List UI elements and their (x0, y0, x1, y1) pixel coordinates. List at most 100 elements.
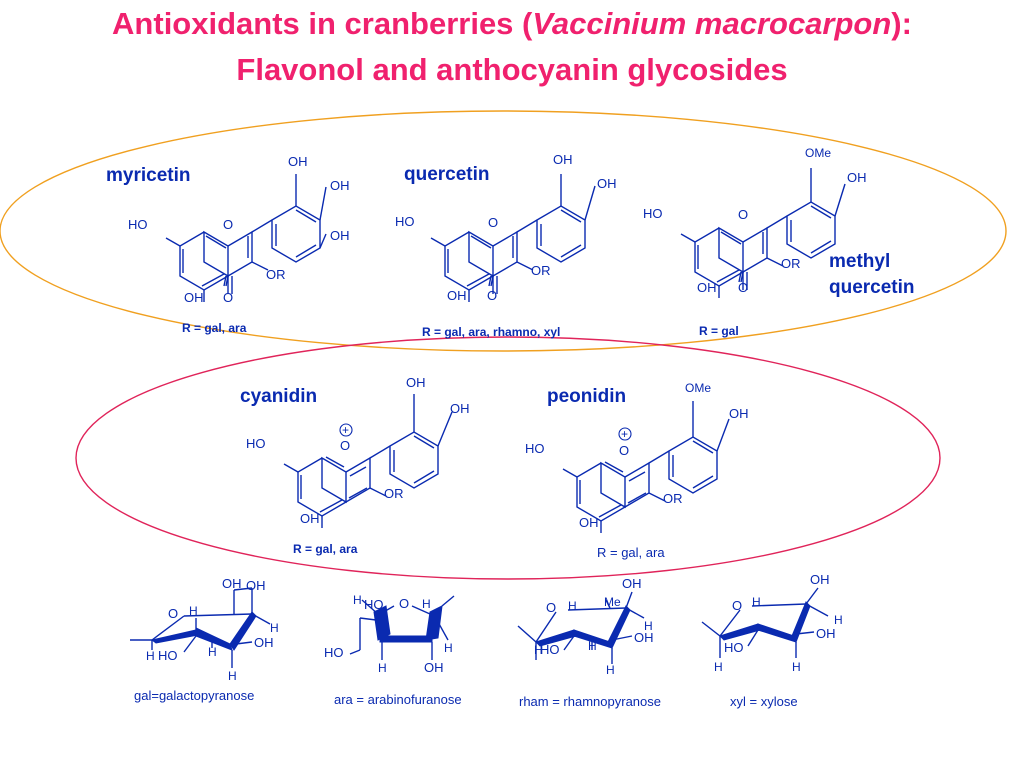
title-line-2: Flavonol and anthocyanin glycosides (236, 52, 788, 87)
label-h: H (189, 604, 198, 618)
label-ring-o: O (340, 438, 350, 453)
compound-name-cyanidin: cyanidin (240, 386, 317, 407)
label-or: OR (266, 267, 286, 282)
label-h: H (146, 649, 155, 663)
label-oh: OH (447, 288, 467, 303)
label-ring-o: O (488, 215, 498, 230)
label-h: H (422, 597, 431, 611)
sugar-rhamnopyranose: OH O H Me H H OH HO H H rham = rhamnopyr… (517, 576, 661, 709)
sugar-arabinofuranose: H HO O H HO H H OH ara = arabinofuranose (324, 593, 462, 707)
label-h: H (588, 639, 597, 653)
sugar-caption: ara = arabinofuranose (334, 692, 462, 707)
myricetin-structure: myricetin OH OH OH HO O OR OH O R = gal,… (106, 154, 350, 335)
label-ome: OMe (685, 381, 711, 395)
compound-name-methyl: methyl (829, 251, 890, 272)
r-substituents-myricetin: R = gal, ara (182, 321, 247, 335)
label-ring-o: O (399, 596, 409, 611)
label-h: H (792, 660, 801, 674)
label-h: H (568, 599, 577, 613)
quercetin-structure: quercetin OH OH HO O OR OH O R = gal, ar… (395, 152, 617, 339)
cyanidin-structure: cyanidin + OH OH HO O OR OH R = gal, ara (240, 375, 470, 556)
label-oh: OH (330, 178, 350, 193)
sugar-caption: rham = rhamnopyranose (519, 694, 661, 709)
label-oh: OH (810, 572, 830, 587)
label-ho: HO (540, 642, 560, 657)
label-ring-o: O (738, 207, 748, 222)
label-oh: OH (246, 578, 266, 593)
sugar-caption: gal=galactopyranose (134, 688, 254, 703)
label-ho: HO (246, 436, 266, 451)
label-h: H (353, 593, 362, 607)
r-substituents-cyanidin: R = gal, ara (293, 542, 358, 556)
label-oh: OH (597, 176, 617, 191)
positive-charge-icon (339, 423, 353, 437)
label-oh: OH (222, 576, 242, 591)
label-oh: OH (288, 154, 308, 169)
compound-name-peonidin: peonidin (547, 386, 626, 407)
label-oh: OH (424, 660, 444, 675)
label-oh: OH (450, 401, 470, 416)
label-oh: OH (406, 375, 426, 390)
label-ho: HO (724, 640, 744, 655)
label-ring-o: O (619, 443, 629, 458)
compound-name-quercetin: quercetin (404, 164, 490, 185)
label-or: OR (781, 256, 801, 271)
compound-name-myricetin: myricetin (106, 165, 190, 186)
label-ring-o: O (223, 217, 233, 232)
label-carbonyl-o: O (738, 280, 748, 295)
label-ho: HO (324, 645, 344, 660)
label-ho: HO (364, 597, 384, 612)
label-oh: OH (697, 280, 717, 295)
label-carbonyl-o: O (487, 288, 497, 303)
label-h: H (444, 641, 453, 655)
label-ho: HO (395, 214, 415, 229)
label-ome: OMe (805, 146, 831, 160)
label-ho: HO (158, 648, 178, 663)
title-species: Vaccinium macrocarpon (532, 6, 892, 41)
title-text-2: ): (891, 6, 912, 41)
label-oh: OH (622, 576, 642, 591)
charge-label: + (342, 423, 349, 437)
label-h: H (534, 643, 543, 657)
sugar-caption: xyl = xylose (730, 694, 798, 709)
anthocyanin-ellipse (75, 336, 941, 580)
r-substituents-quercetin: R = gal, ara, rhamno, xyl (422, 325, 560, 339)
label-oh: OH (300, 511, 320, 526)
sugar-galactopyranose: OH OH O H H H HO H OH H gal=galactopyran… (130, 576, 279, 703)
label-oh: OH (184, 290, 204, 305)
peonidin-structure: peonidin + OMe OH HO O OR OH R = gal, ar… (525, 381, 749, 560)
label-h: H (270, 621, 279, 635)
label-or: OR (663, 491, 683, 506)
label-ho: HO (643, 206, 663, 221)
label-ho: HO (525, 441, 545, 456)
label-h: H (752, 595, 761, 609)
label-h: H (606, 663, 615, 677)
title-line-1: Antioxidants in cranberries (Vaccinium m… (0, 6, 1024, 42)
label-h: H (644, 619, 653, 633)
title-text-1: Antioxidants in cranberries ( (112, 6, 533, 41)
charge-label: + (621, 427, 628, 441)
label-ring-o: O (168, 606, 178, 621)
label-oh: OH (847, 170, 867, 185)
label-ring-o: O (546, 600, 556, 615)
label-ho: HO (128, 217, 148, 232)
label-or: OR (384, 486, 404, 501)
label-or: OR (531, 263, 551, 278)
label-h: H (834, 613, 843, 627)
positive-charge-icon (618, 427, 632, 441)
label-oh: OH (816, 626, 836, 641)
label-h: H (378, 661, 387, 675)
label-ring-o: O (732, 598, 742, 613)
label-carbonyl-o: O (223, 290, 233, 305)
flavonol-ellipse (0, 110, 1007, 352)
label-h: H (714, 660, 723, 674)
label-oh: OH (579, 515, 599, 530)
label-h: H (228, 669, 237, 683)
label-h: H (208, 645, 217, 659)
label-oh: OH (330, 228, 350, 243)
label-oh: OH (254, 635, 274, 650)
label-me: Me (604, 595, 621, 609)
compound-name-quercetin-2: quercetin (829, 277, 915, 298)
